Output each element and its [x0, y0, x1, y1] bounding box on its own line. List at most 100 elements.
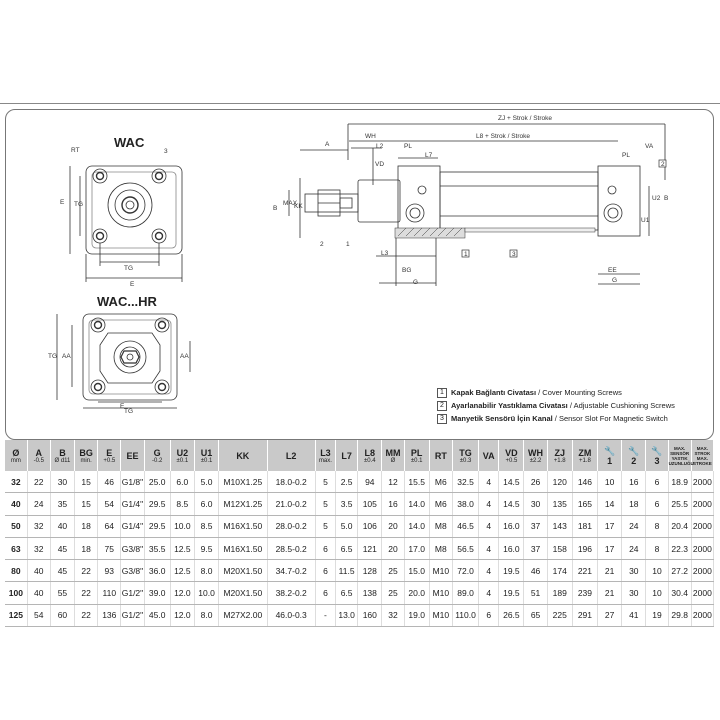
table-cell: 16	[621, 471, 647, 494]
table-cell: 2000	[691, 537, 715, 561]
table-cell: 2000	[691, 581, 715, 605]
table-cell: 26.5	[498, 604, 525, 628]
dim-l2: L2	[376, 143, 384, 150]
column-header: TG±0.3	[452, 440, 480, 471]
table-cell: 45	[50, 559, 76, 583]
column-header: EE	[120, 440, 145, 471]
column-header-name: A	[35, 447, 43, 458]
table-cell: 20	[381, 515, 405, 538]
column-header-name: L3	[320, 447, 331, 458]
table-cell: 4	[478, 537, 500, 561]
table-cell: 80	[5, 559, 28, 583]
table-cell: 30	[621, 559, 647, 583]
column-header-tolerance: -0.5	[33, 457, 44, 464]
table-cell: 291	[572, 604, 599, 628]
table-cell: -	[315, 604, 337, 628]
table-cell: 34.7-0.2	[267, 559, 316, 583]
table-cell: 56.5	[452, 537, 480, 561]
table-cell: G1/4"	[120, 492, 145, 516]
drawing-frame	[5, 109, 714, 440]
table-cell: 35.5	[144, 537, 171, 561]
dim-vd: VD	[375, 161, 384, 168]
table-cell: 165	[572, 492, 599, 516]
table-cell: 19	[645, 604, 669, 628]
dim-ee: EE	[608, 267, 617, 274]
table-cell: 125	[5, 604, 28, 628]
wac-end-view	[69, 165, 183, 282]
column-header-name: G	[153, 447, 161, 458]
legend-en: / Adjustable Cushioning Screws	[567, 401, 675, 410]
table-cell: 50	[5, 515, 28, 538]
callout-3-side: 3	[512, 251, 516, 258]
table-cell: M10	[429, 604, 453, 628]
callout-1-left: 1	[346, 241, 350, 248]
table-cell: 32	[27, 515, 51, 538]
legend-num: 3	[437, 414, 447, 425]
table-cell: 2000	[691, 471, 715, 494]
table-cell: 6	[315, 537, 337, 561]
table-cell: 28.0-0.2	[267, 515, 316, 538]
table-cell: 12.0	[170, 581, 195, 605]
dim-a: A	[325, 141, 330, 148]
column-header: L7	[335, 440, 359, 471]
wrench-icon: 🔧	[628, 446, 640, 456]
table-cell: M20X1.50	[218, 559, 268, 583]
column-header-name: L8	[364, 447, 376, 458]
dim-va: VA	[645, 143, 654, 150]
table-cell: 2000	[691, 515, 715, 538]
table-cell: M6	[429, 492, 453, 516]
table-cell: 5.0	[335, 515, 359, 538]
table-cell: 45	[50, 537, 76, 561]
table-cell: 110.0	[452, 604, 480, 628]
column-header: VA	[478, 440, 500, 471]
dim-pl-right: PL	[622, 152, 630, 159]
column-header-name: 1	[607, 456, 613, 466]
column-header-name: Ø	[12, 447, 20, 458]
table-cell: 15.0	[404, 559, 430, 583]
column-header: RT	[429, 440, 453, 471]
table-cell: 5	[315, 492, 337, 516]
dim-u1: U1	[641, 217, 650, 224]
column-header-name: BG	[79, 447, 93, 458]
table-cell: 5.0	[194, 471, 220, 494]
dim-u2: U2	[652, 195, 661, 202]
column-header-name: PL	[410, 447, 423, 458]
table-cell: 40	[27, 581, 51, 605]
table-cell: 17	[597, 537, 623, 561]
table-cell: 12.5	[170, 537, 195, 561]
table-cell: 160	[357, 604, 383, 628]
column-header-name: 3	[654, 456, 660, 466]
table-cell: 29.8	[668, 604, 692, 628]
table-cell: 20	[381, 537, 405, 561]
table-cell: 5	[315, 471, 337, 494]
wrench-icon: 🔧	[604, 446, 616, 456]
table-cell: 2000	[691, 492, 715, 516]
table-cell: 36.0	[144, 559, 171, 583]
table-cell: 11.5	[335, 559, 359, 583]
dim-tg-bottom: TG	[124, 265, 133, 272]
table-cell: 21.0-0.2	[267, 492, 316, 516]
table-cell: 6	[645, 492, 669, 516]
table-cell: 55	[50, 581, 76, 605]
table-cell: 189	[547, 581, 573, 605]
table-cell: 110	[97, 581, 122, 605]
dim-e-hr: TG	[48, 353, 57, 360]
column-header-tolerance: ±0.3	[459, 457, 472, 464]
table-cell: 18.0-0.2	[267, 471, 316, 494]
table-cell: 6.0	[170, 471, 195, 494]
legend-num: 1	[437, 388, 447, 399]
dim-zj-stroke: ZJ + Strok / Stroke	[498, 115, 552, 122]
table-cell: 18	[621, 492, 647, 516]
table-cell: 10.0	[170, 515, 195, 538]
table-cell: 6	[315, 559, 337, 583]
table-cell: 40	[50, 515, 76, 538]
table-cell: 225	[547, 604, 573, 628]
